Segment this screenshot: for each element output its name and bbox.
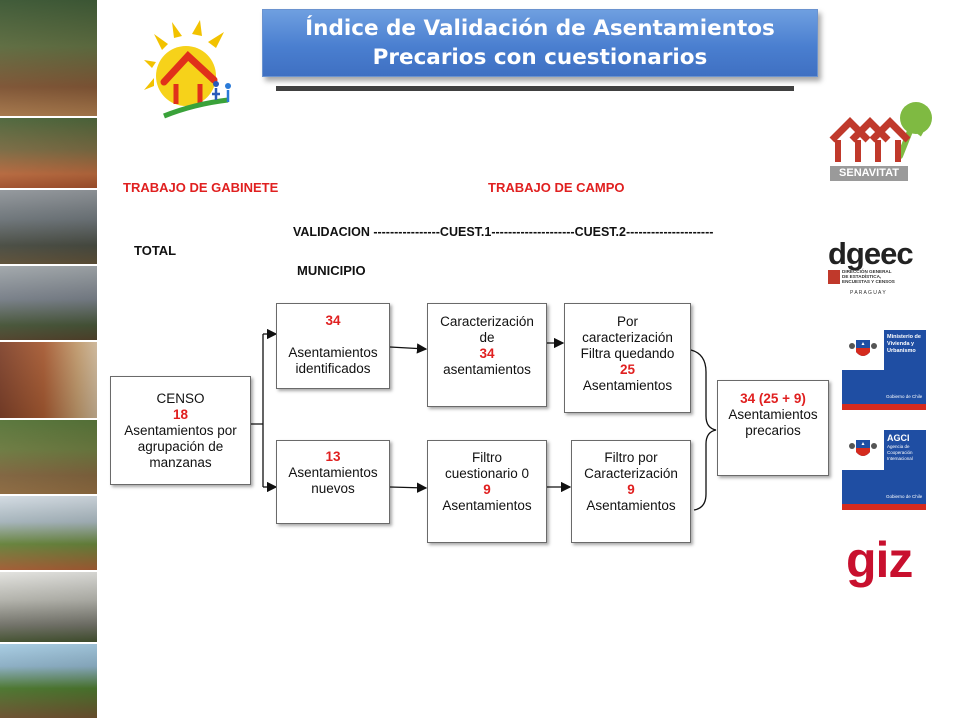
precarios-count: 34 (25 + 9): [740, 391, 806, 406]
photo-field-poles: [0, 496, 97, 572]
identificados-line-2: identificados: [295, 361, 371, 376]
filtro0-line-2: cuestionario 0: [444, 466, 530, 481]
porcaract-line-1: Por: [616, 314, 638, 329]
censo-title: CENSO: [156, 390, 205, 406]
photo-house-sign: [0, 572, 97, 644]
photo-house-2: [0, 644, 97, 720]
minvu-chile-logo: Ministerio de Vivienda y Urbanismo Gobie…: [842, 330, 926, 410]
photo-path: [0, 420, 97, 496]
agci-line-4: Internacional: [887, 456, 913, 461]
photo-dirt-road: [0, 118, 97, 190]
filtro0-line-3: Asentamientos: [442, 498, 532, 513]
identificados-count: 34: [325, 313, 341, 328]
senavitat-house-icon: [829, 102, 932, 162]
censo-line-1: Asentamientos por: [124, 422, 237, 438]
censo-line-2: agrupación de: [137, 438, 224, 454]
porcaract-line-4: Asentamientos: [582, 378, 673, 393]
giz-logo: giz: [846, 532, 913, 588]
box-asentamientos-nuevos: 13 Asentamientos nuevos: [276, 440, 390, 524]
house-sun-logo-icon: [144, 20, 231, 119]
nuevos-line-2: nuevos: [311, 481, 355, 496]
filtroporcaract-line-1: Filtro por: [604, 450, 658, 465]
dgeec-sub-3: ENCUESTAS Y CENSOS: [842, 279, 895, 285]
title-banner: Índice de Validación de Asentamientos Pr…: [262, 9, 818, 77]
minvu-name: Ministerio de Vivienda y Urbanismo: [887, 334, 921, 355]
box-caracterizacion: Caracterización de 34 asentamientos: [427, 303, 547, 407]
identificados-line-1: Asentamientos: [288, 345, 378, 360]
arrow-to-filtro0: [389, 482, 428, 493]
box-asentamientos-identificados: 34 Asentamientos identificados: [276, 303, 390, 389]
box-censo: CENSO 18 Asentamientos por agrupación de…: [110, 376, 251, 485]
precarios-line-2: precarios: [745, 423, 801, 438]
agci-gobierno: Gobierno de Chile: [886, 494, 923, 499]
censo-line-3: manzanas: [149, 454, 212, 470]
filtroporcaract-count: 9: [627, 482, 635, 497]
dgeec-subtitle: DIRECCIÓN GENERAL DE ESTADÍSTICA, ENCUES…: [842, 269, 895, 285]
porcaract-count: 25: [619, 362, 636, 377]
dgeec-sub-2: DE ESTADÍSTICA,: [842, 274, 882, 280]
caracterizacion-line-3: asentamientos: [443, 362, 531, 377]
chile-coat-of-arms-icon: [849, 340, 877, 356]
title-underline: [276, 86, 794, 91]
porcaract-line-3: Filtra quedando: [580, 346, 675, 361]
agci-chile-logo: AGCI Agencia de Cooperación Internaciona…: [842, 430, 926, 510]
caracterizacion-line-1: Caracterización: [440, 314, 534, 329]
photo-shacks: [0, 190, 97, 266]
dgeec-sub-1: DIRECCIÓN GENERAL: [842, 269, 892, 274]
agci-name: Agencia de Cooperación Internacional: [887, 444, 913, 462]
label-total: TOTAL: [134, 243, 177, 258]
precarios-line-1: Asentamientos: [728, 407, 818, 422]
brace-merge: [690, 349, 717, 511]
agci-line-2: Agencia de: [887, 444, 910, 449]
label-validacion: VALIDACION ----------------CUEST.1------…: [293, 225, 714, 239]
chile-coat-of-arms-icon-2: [849, 440, 877, 456]
arrow-to-caracterizacion: [389, 343, 428, 354]
filtro0-count: 9: [483, 482, 491, 497]
porcaract-line-2: caracterización: [582, 330, 673, 345]
label-trabajo-campo: TRABAJO DE CAMPO: [488, 180, 625, 195]
label-trabajo-gabinete: TRABAJO DE GABINETE: [123, 180, 279, 195]
dgeec-logo: dgeec DIRECCIÓN GENERAL DE ESTADÍSTICA, …: [828, 238, 922, 298]
caracterizacion-line-2: de: [479, 330, 495, 345]
agci-line-3: Cooperación: [887, 450, 913, 455]
minvu-line-3: Urbanismo: [887, 348, 916, 354]
title-line-2: Precarios con cuestionarios: [372, 45, 708, 70]
agci-acronym: AGCI: [887, 433, 910, 443]
minvu-line-1: Ministerio de: [887, 334, 921, 340]
minvu-gobierno: Gobierno de Chile: [886, 394, 923, 399]
senavitat-logo: SENAVITAT: [828, 96, 934, 184]
nuevos-count: 13: [325, 449, 341, 464]
senavitat-label: SENAVITAT: [830, 166, 908, 181]
nuevos-line-1: Asentamientos: [288, 465, 378, 480]
caracterizacion-count: 34: [479, 346, 495, 361]
filtroporcaract-line-3: Asentamientos: [586, 498, 676, 513]
photo-tin-roofs: [0, 266, 97, 342]
censo-count: 18: [172, 406, 189, 422]
box-filtro-por-caracterizacion: Filtro por Caracterización 9 Asentamient…: [571, 440, 691, 543]
dgeec-sub-4: P A R A G U A Y: [850, 290, 886, 296]
box-por-caracterizacion: Por caracterización Filtra quedando 25 A…: [564, 303, 691, 413]
photo-brick-wall: [0, 342, 97, 420]
filtro0-line-1: Filtro: [472, 450, 502, 465]
connector-censo-split: [251, 334, 264, 487]
box-asentamientos-precarios: 34 (25 + 9) Asentamientos precarios: [717, 380, 829, 476]
title-line-1: Índice de Validación de Asentamientos: [305, 16, 775, 41]
filtroporcaract-line-2: Caracterización: [584, 466, 678, 481]
dgeec-wordmark: dgeec: [828, 236, 914, 271]
photo-houses-1: [0, 0, 97, 118]
dgeec-flag-icon: [828, 270, 840, 284]
label-municipio: MUNICIPIO: [297, 263, 366, 278]
photo-strip: [0, 0, 97, 720]
minvu-line-2: Vivienda y: [887, 341, 915, 347]
box-filtro-cuestionario-0: Filtro cuestionario 0 9 Asentamientos: [427, 440, 547, 543]
